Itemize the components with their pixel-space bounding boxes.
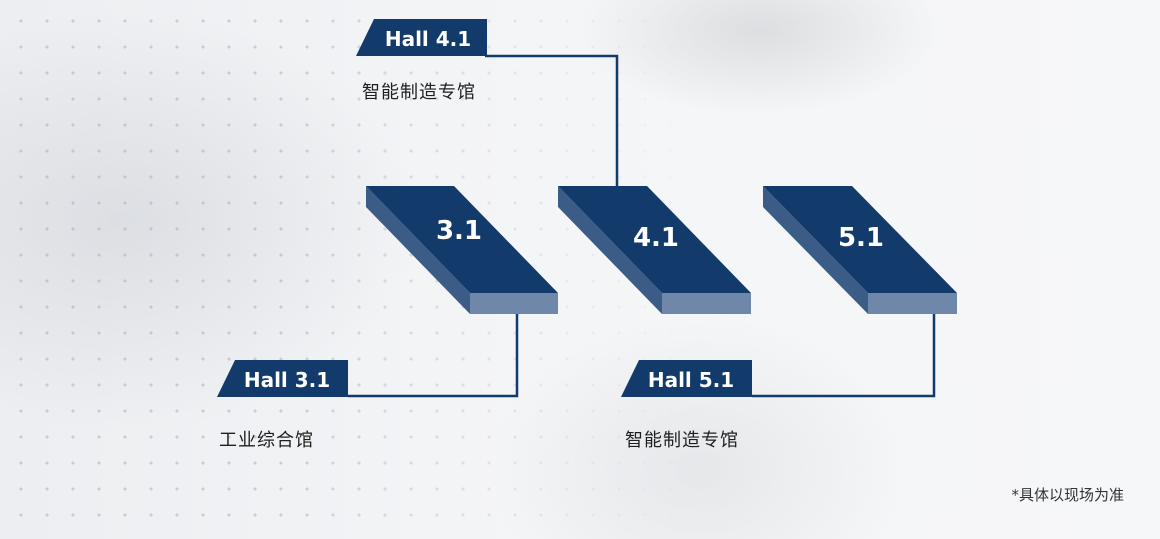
disclaimer-note: *具体以现场为准 xyxy=(1011,486,1124,504)
hall-block-4-1-side xyxy=(558,186,662,314)
hall-tag-3-1-bg xyxy=(217,360,348,397)
hall-tag-3-1[interactable]: Hall 3.1 xyxy=(217,360,348,397)
hall-block-3-1-label: 3.1 xyxy=(436,216,482,246)
hall-tag-5-1[interactable]: Hall 5.1 xyxy=(621,360,752,397)
connector-line-hall-3-1 xyxy=(348,314,519,398)
hall-block-3-1-side xyxy=(366,186,470,314)
hall-tag-4-1-bg xyxy=(356,19,487,56)
dot-pattern xyxy=(0,0,700,539)
hall-tag-4-1-label: Hall 4.1 xyxy=(385,27,471,51)
hall-tag-4-1[interactable]: Hall 4.1 xyxy=(356,19,487,56)
hall-tag-3-1-label: Hall 3.1 xyxy=(244,368,330,392)
hall-block-5-1-top xyxy=(763,186,957,293)
hall-block-4-1-front xyxy=(662,293,751,314)
connector-line-hall-4-1 xyxy=(485,54,619,186)
hall-4-1-subtitle: 智能制造专馆 xyxy=(362,82,476,103)
connector-line-hall-5-1 xyxy=(752,314,936,398)
hall-block-4-1-label: 4.1 xyxy=(633,223,679,253)
hall-tag-5-1-label: Hall 5.1 xyxy=(648,368,734,392)
hall-block-3-1-top xyxy=(366,186,558,293)
hall-block-5-1[interactable]: 5.1 xyxy=(763,186,957,314)
hall-block-5-1-side xyxy=(763,186,868,314)
hall-block-3-1[interactable]: 3.1 xyxy=(366,186,558,314)
hall-5-1-subtitle: 智能制造专馆 xyxy=(625,430,739,451)
hall-block-5-1-label: 5.1 xyxy=(838,223,884,253)
hall-block-4-1[interactable]: 4.1 xyxy=(558,186,751,314)
hall-block-3-1-front xyxy=(470,293,558,314)
hall-block-4-1-top xyxy=(558,186,751,293)
hall-block-5-1-front xyxy=(868,293,957,314)
hall-3-1-subtitle: 工业综合馆 xyxy=(219,430,314,451)
hall-tag-5-1-bg xyxy=(621,360,752,397)
